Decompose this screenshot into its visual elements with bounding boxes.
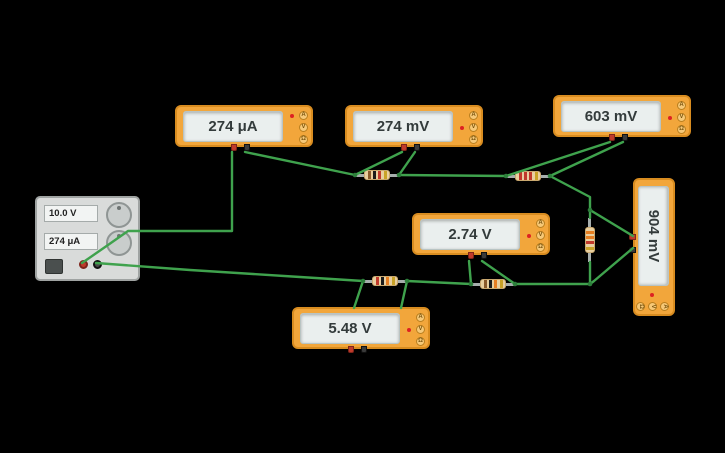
- mode-volts-button[interactable]: V: [648, 302, 657, 311]
- psu-negative-terminal[interactable]: [93, 260, 102, 269]
- active-mode-indicator: [407, 328, 411, 332]
- multimeter-reading: 274 μA: [208, 118, 258, 135]
- resistor-lead: [588, 252, 591, 262]
- wire-junction: [587, 207, 593, 213]
- resistor-body: [585, 227, 595, 253]
- psu-positive-terminal[interactable]: [79, 260, 88, 269]
- active-mode-indicator: [290, 114, 294, 118]
- mode-volts-button[interactable]: V: [299, 123, 308, 132]
- active-mode-indicator: [460, 126, 464, 130]
- multimeter-display: 274 μA: [183, 111, 283, 142]
- wire[interactable]: [397, 173, 508, 178]
- resistor-lead: [397, 280, 407, 283]
- multimeter-reading: 5.48 V: [328, 320, 372, 337]
- mode-ohms-button[interactable]: Ω: [416, 337, 425, 346]
- mode-amps-button[interactable]: A: [469, 111, 478, 120]
- negative-terminal[interactable]: [414, 144, 420, 151]
- positive-terminal[interactable]: [609, 134, 615, 141]
- psu-voltage-knob[interactable]: [106, 202, 132, 228]
- mode-buttons: A V Ω: [636, 302, 669, 311]
- resistor[interactable]: [471, 279, 515, 289]
- mode-volts-button[interactable]: V: [677, 113, 686, 122]
- mode-volts-button[interactable]: V: [469, 123, 478, 132]
- mode-volts-button[interactable]: V: [416, 325, 425, 334]
- resistor[interactable]: [585, 218, 595, 262]
- resistor-body: [480, 279, 506, 289]
- multimeter-display: 274 mV: [353, 111, 453, 142]
- resistor[interactable]: [506, 171, 550, 181]
- resistor-body: [372, 276, 398, 286]
- multimeter-display: 2.74 V: [420, 219, 520, 250]
- wire[interactable]: [588, 208, 635, 238]
- wire[interactable]: [548, 140, 625, 178]
- resistor-lead: [471, 283, 481, 286]
- mode-buttons: A V Ω: [416, 313, 425, 346]
- multimeter-voltmeter[interactable]: 5.48 V A V Ω: [292, 307, 430, 353]
- psu-voltage-value: 10.0 V: [49, 208, 77, 219]
- positive-terminal[interactable]: [348, 346, 354, 353]
- multimeter-reading: 603 mV: [584, 108, 638, 125]
- positive-terminal[interactable]: [401, 144, 407, 151]
- mode-buttons: A V Ω: [677, 101, 686, 134]
- multimeter-display: 5.48 V: [300, 313, 400, 344]
- active-mode-indicator: [650, 293, 654, 297]
- wire[interactable]: [548, 174, 592, 220]
- positive-terminal[interactable]: [231, 144, 237, 151]
- mode-ohms-button[interactable]: Ω: [677, 125, 686, 134]
- mode-ohms-button[interactable]: Ω: [536, 243, 545, 252]
- mode-ohms-button[interactable]: Ω: [469, 135, 478, 144]
- resistor-lead: [505, 283, 515, 286]
- resistor[interactable]: [355, 170, 399, 180]
- mode-ohms-button[interactable]: Ω: [636, 302, 645, 311]
- active-mode-indicator: [668, 116, 672, 120]
- psu-current-value: 274 μA: [49, 236, 81, 247]
- mode-amps-button[interactable]: A: [416, 313, 425, 322]
- wire[interactable]: [243, 150, 357, 177]
- resistor-body: [364, 170, 390, 180]
- wire-junction: [587, 281, 593, 287]
- positive-terminal[interactable]: [468, 252, 474, 259]
- mode-amps-button[interactable]: A: [677, 101, 686, 110]
- multimeter-display: 904 mV: [638, 186, 669, 286]
- mode-amps-button[interactable]: A: [536, 219, 545, 228]
- negative-terminal[interactable]: [481, 252, 487, 259]
- negative-terminal[interactable]: [361, 346, 367, 353]
- mode-buttons: A V Ω: [469, 111, 478, 144]
- psu-current-display: 274 μA: [44, 233, 98, 250]
- active-mode-indicator: [527, 234, 531, 238]
- multimeter-voltmeter[interactable]: 274 mV A V Ω: [345, 105, 483, 151]
- multimeter-voltmeter-rotated[interactable]: 904 mV A V Ω: [629, 178, 675, 316]
- psu-power-button[interactable]: [45, 259, 63, 274]
- multimeter-reading: 274 mV: [376, 118, 430, 135]
- positive-terminal[interactable]: [629, 234, 636, 240]
- power-supply[interactable]: 10.0 V 274 μA: [35, 196, 140, 281]
- multimeter-voltmeter[interactable]: 603 mV A V Ω: [553, 95, 691, 141]
- mode-volts-button[interactable]: V: [536, 231, 545, 240]
- wire[interactable]: [397, 150, 417, 177]
- wire[interactable]: [588, 246, 635, 286]
- psu-current-knob[interactable]: [106, 230, 132, 256]
- psu-voltage-display: 10.0 V: [44, 205, 98, 222]
- negative-terminal[interactable]: [629, 247, 636, 253]
- mode-buttons: A V Ω: [299, 111, 308, 144]
- mode-buttons: A V Ω: [536, 219, 545, 252]
- negative-terminal[interactable]: [244, 144, 250, 151]
- wire[interactable]: [405, 279, 473, 286]
- resistor-body: [515, 171, 541, 181]
- multimeter-ammeter[interactable]: 274 μA A V Ω: [175, 105, 313, 151]
- resistor-lead: [363, 280, 373, 283]
- resistor[interactable]: [363, 276, 407, 286]
- negative-terminal[interactable]: [622, 134, 628, 141]
- resistor-lead: [389, 174, 399, 177]
- resistor-lead: [540, 175, 550, 178]
- multimeter-reading: 904 mV: [645, 209, 662, 263]
- mode-ohms-button[interactable]: Ω: [299, 135, 308, 144]
- multimeter-reading: 2.74 V: [448, 226, 492, 243]
- wire[interactable]: [352, 279, 365, 310]
- mode-amps-button[interactable]: A: [299, 111, 308, 120]
- multimeter-display: 603 mV: [561, 101, 661, 132]
- multimeter-voltmeter[interactable]: 2.74 V A V Ω: [412, 213, 550, 259]
- mode-amps-button[interactable]: A: [660, 302, 669, 311]
- multimeter-body[interactable]: 904 mV A V Ω: [629, 178, 675, 316]
